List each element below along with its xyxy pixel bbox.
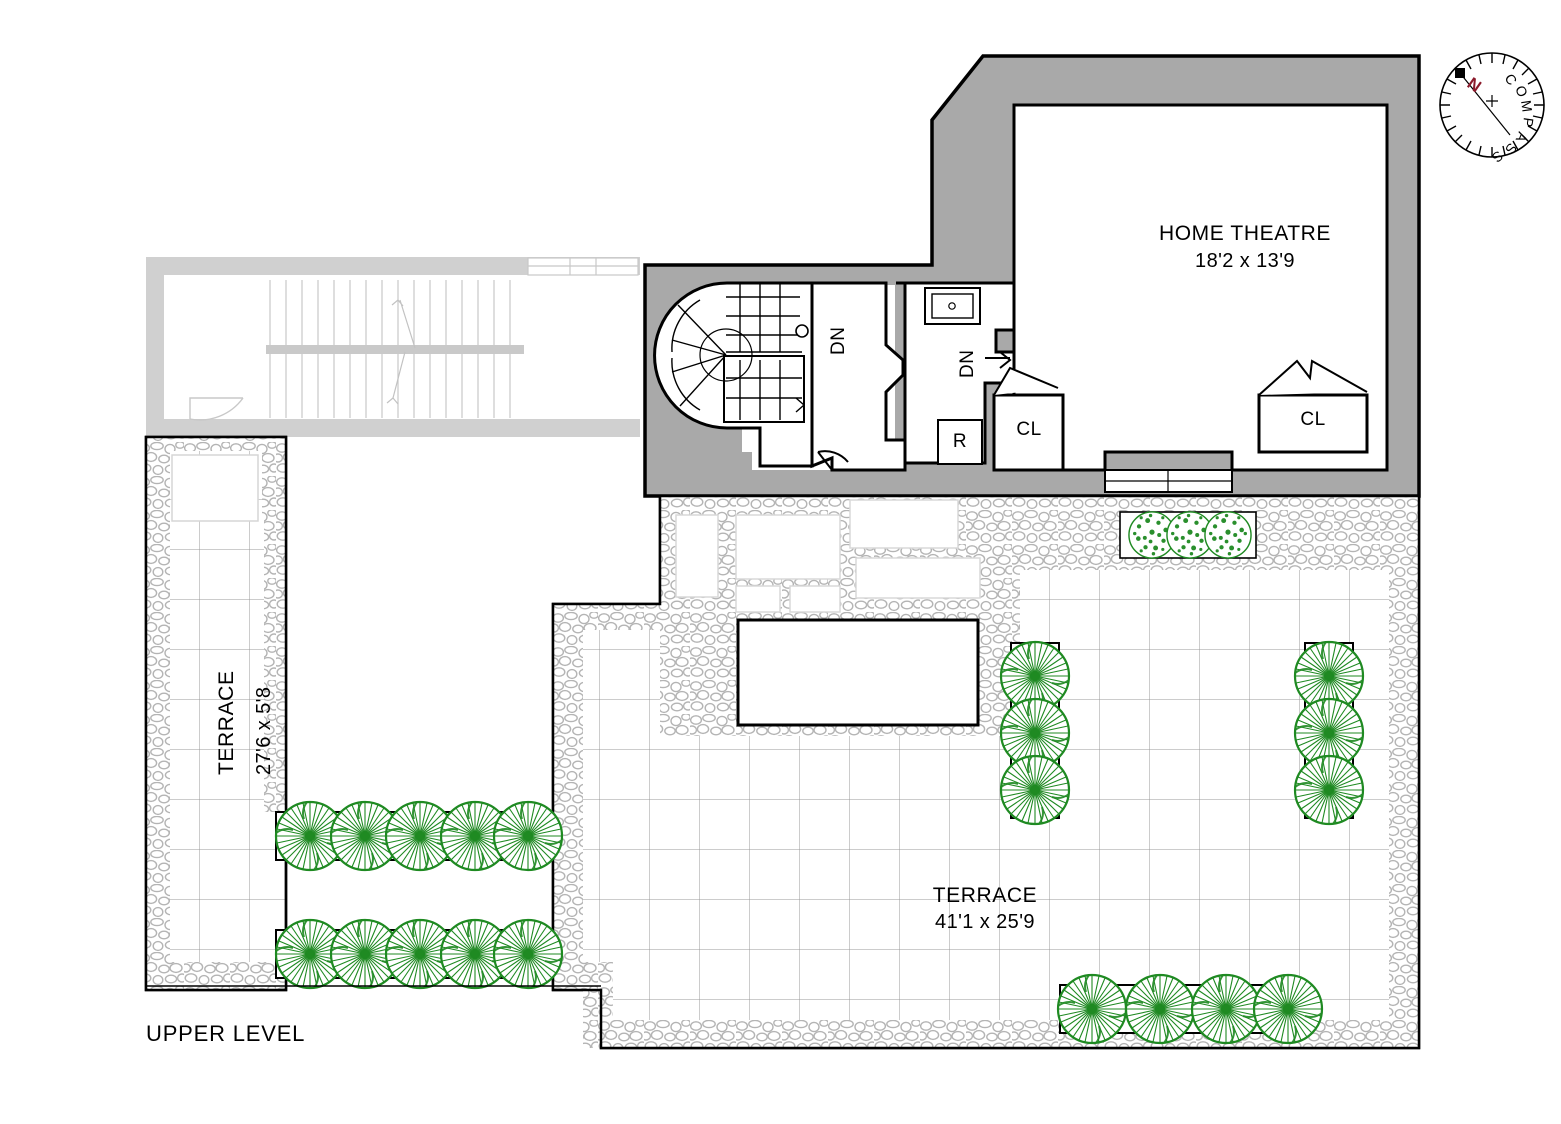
svg-text:M: M xyxy=(1518,99,1535,113)
stair-newel-marker xyxy=(795,324,809,338)
level-label: UPPER LEVEL xyxy=(146,1021,306,1046)
annotation-refrigerator: R xyxy=(952,431,968,452)
closet-right xyxy=(1257,359,1369,454)
hall-and-service-areas xyxy=(810,281,1016,472)
pool-feature xyxy=(736,618,980,727)
terrace-main xyxy=(551,494,1421,1050)
planter-row-left-lower xyxy=(274,918,564,990)
planter-column-center xyxy=(999,640,1071,826)
annotation-closet-left: CL xyxy=(1016,419,1042,440)
refrigerator-fixture xyxy=(937,419,983,465)
room-label-terrace-main: TERRACE xyxy=(932,884,1038,907)
theatre-sliding-door xyxy=(1104,469,1233,493)
annotation-dn-stair: DN xyxy=(828,326,849,355)
planter-column-right xyxy=(1293,640,1365,826)
room-dimensions-home-theatre: 18'2 x 13'9 xyxy=(1195,250,1295,272)
hall-door-right xyxy=(985,351,1012,369)
room-dimensions-terrace-main: 41'1 x 25'9 xyxy=(935,911,1035,933)
ghosted-stair-volume xyxy=(146,257,640,437)
room-dimensions-terrace-left: 27'6 x 5'8 xyxy=(253,686,275,775)
annotation-dn-hall: DN xyxy=(957,349,978,378)
compass-rose xyxy=(1439,52,1545,158)
svg-text:P: P xyxy=(1520,117,1537,128)
planter-row-left-upper xyxy=(274,800,564,872)
shrub-row-top xyxy=(1119,511,1257,559)
terrace-left xyxy=(144,435,288,992)
planter-row-bottom xyxy=(1056,973,1324,1045)
room-label-terrace-left: TERRACE xyxy=(215,670,238,775)
annotation-closet-right: CL xyxy=(1300,409,1326,430)
sink-fixture xyxy=(924,287,981,325)
closet-left xyxy=(992,366,1065,472)
planter-box-small xyxy=(171,454,259,522)
room-label-home-theatre: HOME THEATRE xyxy=(1158,222,1332,245)
